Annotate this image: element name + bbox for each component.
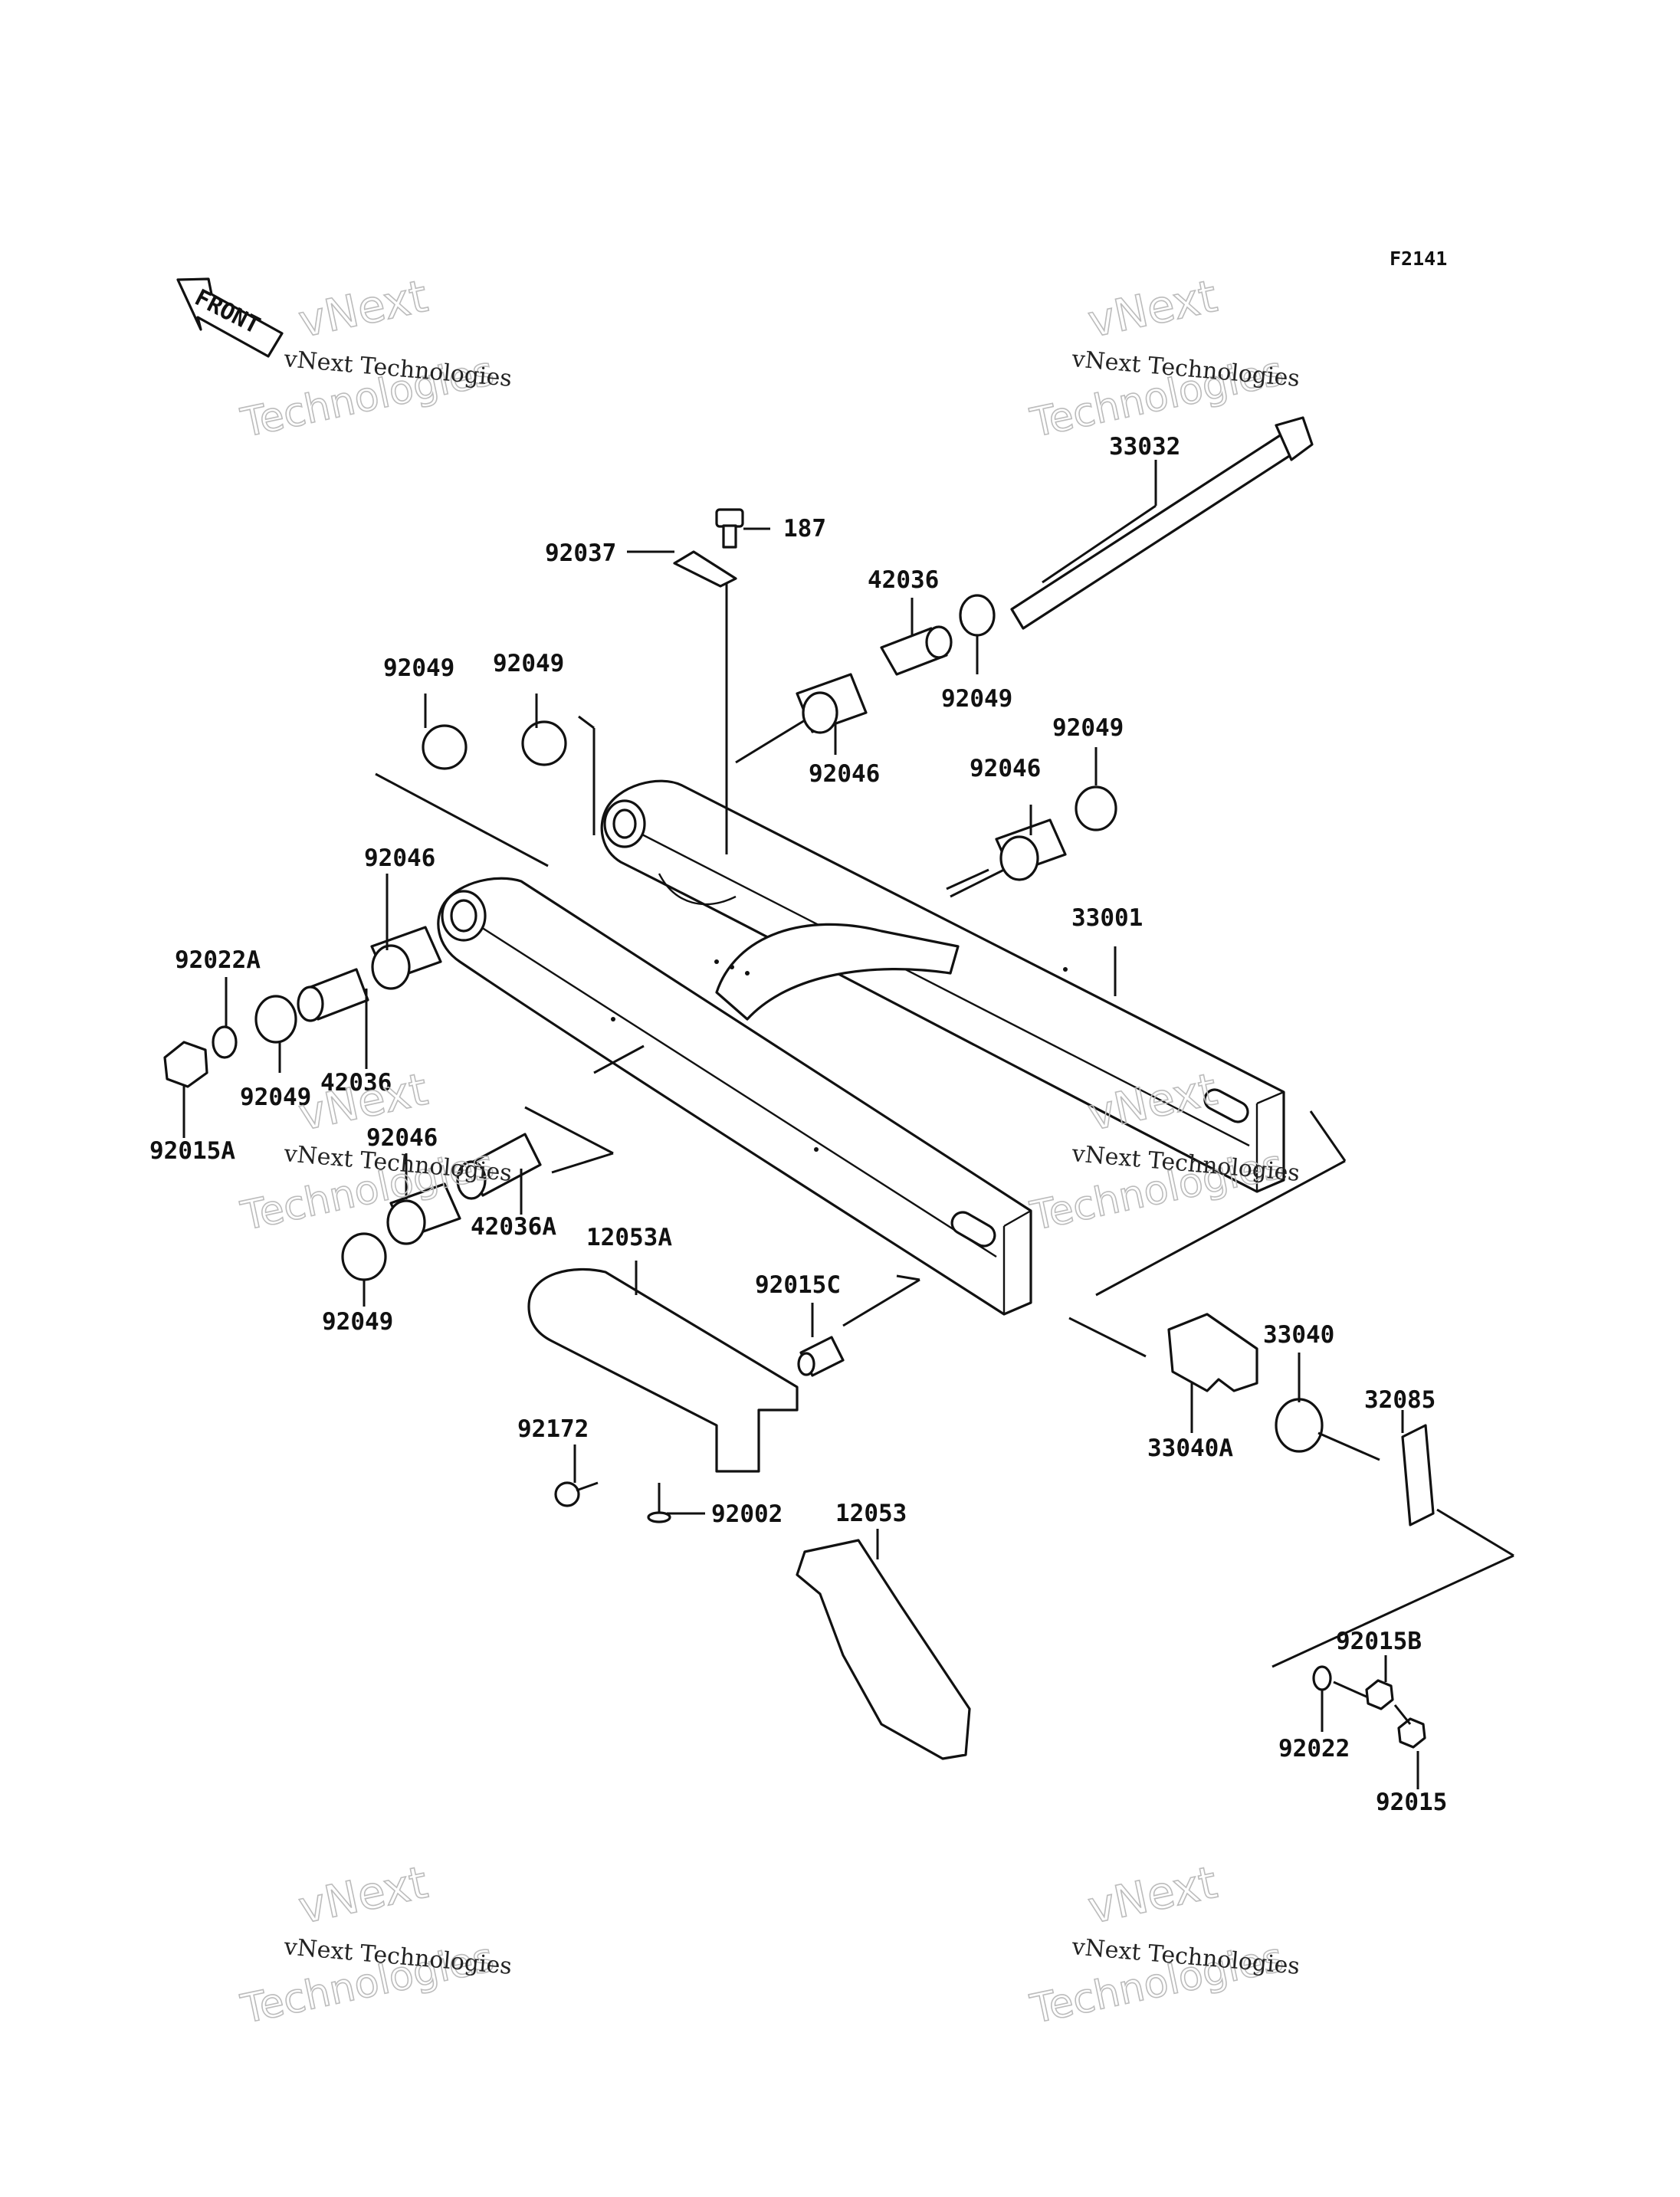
label-92015: 92015	[1376, 1789, 1447, 1816]
label-92022A: 92022A	[175, 946, 261, 974]
label-92002: 92002	[711, 1500, 783, 1528]
washer-92049-left	[254, 995, 297, 1044]
label-42036-top: 42036	[868, 566, 939, 594]
collar-42036-top	[880, 625, 953, 676]
label-92037: 92037	[545, 539, 616, 567]
watermark-bottom-left: vNext Technologies vNext Technologies	[236, 1855, 513, 2034]
chain-cover-12053	[796, 1539, 971, 1760]
washer-92049-lower	[341, 1232, 387, 1281]
label-42036A: 42036A	[471, 1213, 556, 1241]
collar-42036-left	[297, 968, 369, 1022]
label-187: 187	[783, 515, 826, 543]
watermark-top-left: vNext Technologies vNext Technologies	[236, 269, 513, 448]
label-92049-a: 92049	[383, 654, 454, 682]
nut-92015A	[163, 1041, 208, 1088]
label-92015C: 92015C	[755, 1271, 841, 1299]
svg-text:vNext: vNext	[294, 1856, 432, 1934]
label-92049-left: 92049	[240, 1084, 311, 1111]
bearing-92046-left	[370, 926, 442, 990]
svg-text:vNext: vNext	[294, 270, 432, 348]
spacer-92015C	[797, 1336, 845, 1377]
label-92172: 92172	[517, 1415, 589, 1443]
washer-92022A	[212, 1025, 238, 1059]
label-92049-b: 92049	[493, 650, 564, 677]
label-92046-top: 92046	[809, 760, 880, 788]
screw-92002	[647, 1483, 671, 1523]
front-arrow-icon: FRONT	[176, 277, 284, 358]
watermark-top-right: vNext Technologies vNext Technologies	[1025, 269, 1301, 448]
label-33001: 33001	[1071, 904, 1143, 932]
block-32085	[1401, 1424, 1435, 1526]
label-92046-right: 92046	[970, 755, 1041, 782]
collar-42036A	[456, 1133, 542, 1200]
clip-92037	[673, 550, 737, 588]
chain-guide-12053A	[527, 1267, 799, 1473]
label-12053A: 12053A	[586, 1224, 672, 1251]
nut-92015B	[1365, 1679, 1394, 1710]
label-33040: 33040	[1263, 1321, 1334, 1349]
figure-code: F2141	[1390, 248, 1447, 270]
washer-92022	[1312, 1665, 1332, 1691]
swingarm-body	[437, 779, 1285, 1316]
screw-92172	[554, 1481, 599, 1507]
bearing-92046-lower	[386, 1182, 461, 1245]
nut-92015	[1397, 1717, 1426, 1749]
label-12053: 12053	[835, 1500, 907, 1527]
bearing-92046-top	[796, 673, 868, 734]
leader-lines	[182, 460, 1514, 1789]
label-92049-lower: 92049	[322, 1308, 393, 1336]
label-92015B: 92015B	[1336, 1628, 1422, 1655]
bearing-92046-right	[995, 818, 1067, 881]
label-92049-right: 92049	[1052, 714, 1124, 742]
label-92015A: 92015A	[149, 1137, 235, 1165]
chain-adjuster-33040A	[1167, 1313, 1258, 1392]
label-33032: 33032	[1109, 433, 1180, 461]
label-32085: 32085	[1364, 1386, 1436, 1414]
watermark-bottom-right: vNext Technologies vNext Technologies	[1025, 1855, 1301, 2034]
washer-92049-top-right	[959, 594, 996, 637]
washer-92049-a	[422, 724, 468, 770]
label-92022: 92022	[1278, 1735, 1350, 1763]
label-33040A: 33040A	[1147, 1435, 1233, 1462]
adjuster-plate-33040	[1275, 1398, 1324, 1453]
label-92049-top-right: 92049	[941, 685, 1012, 713]
washer-92049-right	[1075, 785, 1117, 831]
label-42036-left: 42036	[320, 1069, 392, 1097]
callout-labels: 33032 187 92037 42036 92049 92046 92049 …	[149, 433, 1447, 1816]
svg-text:vNext: vNext	[1084, 1856, 1222, 1934]
pivot-shaft	[1010, 416, 1314, 630]
washer-92049-b	[521, 720, 567, 766]
bolt-187	[715, 508, 744, 549]
svg-text:vNext: vNext	[1084, 270, 1222, 348]
label-92046-left: 92046	[364, 844, 435, 872]
label-92046-lower: 92046	[366, 1124, 438, 1152]
